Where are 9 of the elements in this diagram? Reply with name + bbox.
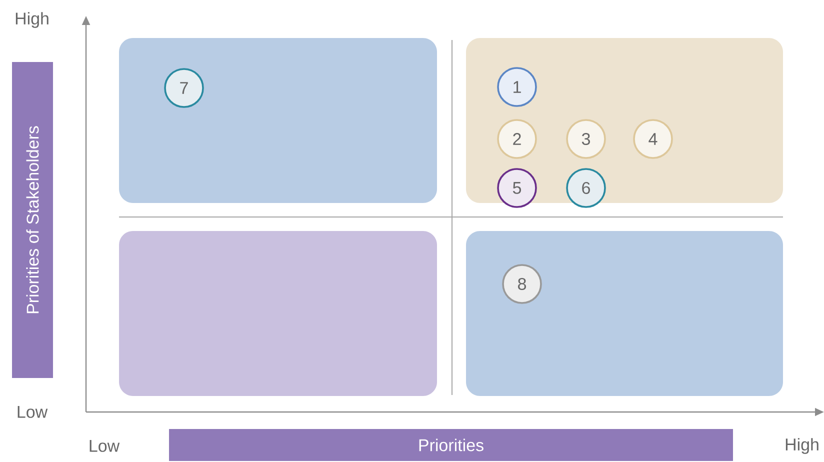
axis-label: High xyxy=(16,12,48,28)
axis-label: Low xyxy=(18,406,48,418)
axis-title-bar: Priorities of Stakeholders xyxy=(12,62,53,378)
quadrant-box xyxy=(119,231,437,396)
quadrant-box xyxy=(466,231,783,396)
quadrant-box xyxy=(119,38,437,203)
axis-label: High xyxy=(786,438,818,454)
axis-title-bar: Priorities xyxy=(169,429,733,461)
axis-label: Low xyxy=(90,440,120,452)
